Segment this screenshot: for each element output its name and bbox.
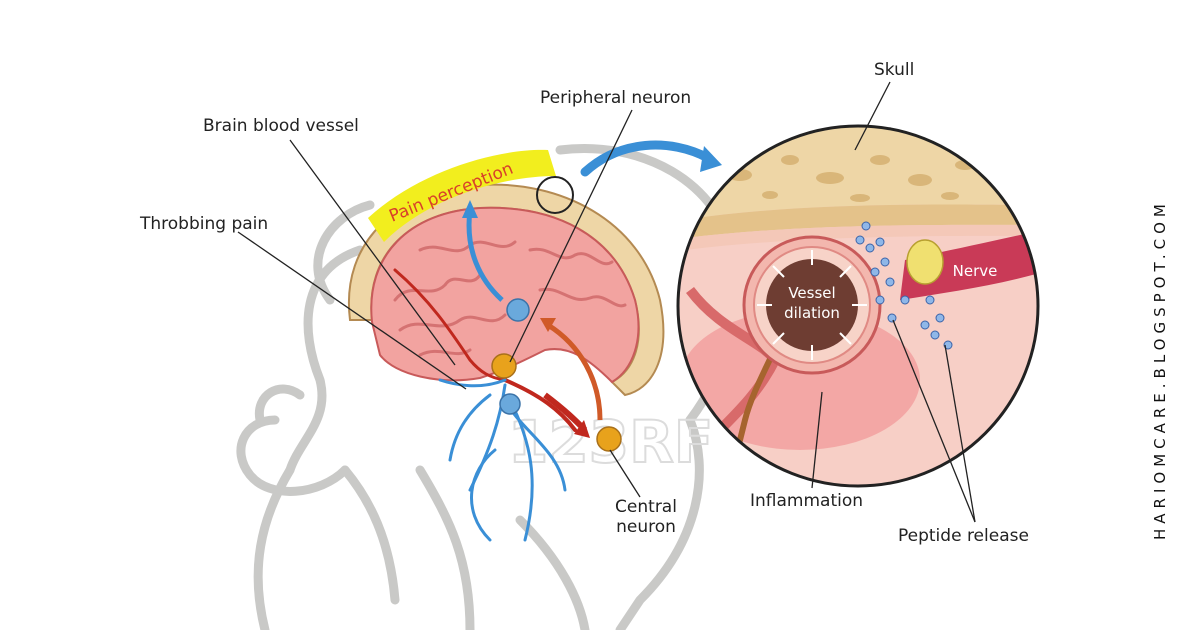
brain-neuron-dot xyxy=(491,353,517,379)
zoom-arrow xyxy=(580,140,713,177)
magnify-spot xyxy=(536,176,574,214)
leader-lines xyxy=(237,81,976,523)
label-brain-blood-vessel: Brain blood vessel xyxy=(203,116,359,136)
label-inflammation: Inflammation xyxy=(750,491,864,511)
label-central-neuron-line1: Central xyxy=(615,497,677,517)
label-peripheral-neuron: Peripheral neuron xyxy=(540,88,692,108)
label-skull: Skull xyxy=(874,60,915,80)
signal-arrow-up xyxy=(546,322,603,421)
zoom-circle: Vessel dilation Nerve xyxy=(676,124,1040,488)
vessel-dilation-line2: dilation xyxy=(784,304,840,322)
brainstem-neuron-dot xyxy=(499,393,521,415)
side-website-text: HARIOMCARE.BLOGSPOT.COM xyxy=(1151,199,1169,540)
nerve-text: Nerve xyxy=(953,262,998,280)
label-throbbing-pain: Throbbing pain xyxy=(140,214,269,234)
label-central-neuron: Central neuron xyxy=(598,497,694,537)
blue-arrow-up xyxy=(466,209,504,302)
central-neuron-dot xyxy=(596,426,622,452)
vessel-dilation-line1: Vessel xyxy=(788,284,835,302)
pain-perception-band xyxy=(368,149,556,242)
peripheral-neuron-dot xyxy=(506,298,530,322)
label-peptide-release: Peptide release xyxy=(898,526,1029,546)
label-central-neuron-line2: neuron xyxy=(616,517,676,537)
